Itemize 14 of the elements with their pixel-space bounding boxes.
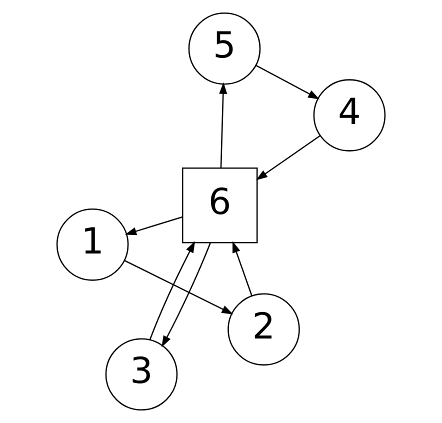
node-circle: 1: [56, 208, 129, 281]
arrow: [149, 241, 196, 340]
node-circle: 3: [105, 338, 178, 411]
arrow: [232, 241, 252, 296]
node-circle: 5: [188, 12, 261, 85]
node-box: 6: [182, 168, 258, 244]
node-circle: 2: [228, 293, 300, 366]
arrow: [124, 260, 234, 314]
arrow: [256, 135, 320, 180]
arrow: [219, 82, 228, 168]
node-circle: 4: [313, 79, 386, 152]
arrow: [124, 216, 183, 236]
arrow: [256, 64, 320, 100]
arrow: [162, 242, 211, 348]
